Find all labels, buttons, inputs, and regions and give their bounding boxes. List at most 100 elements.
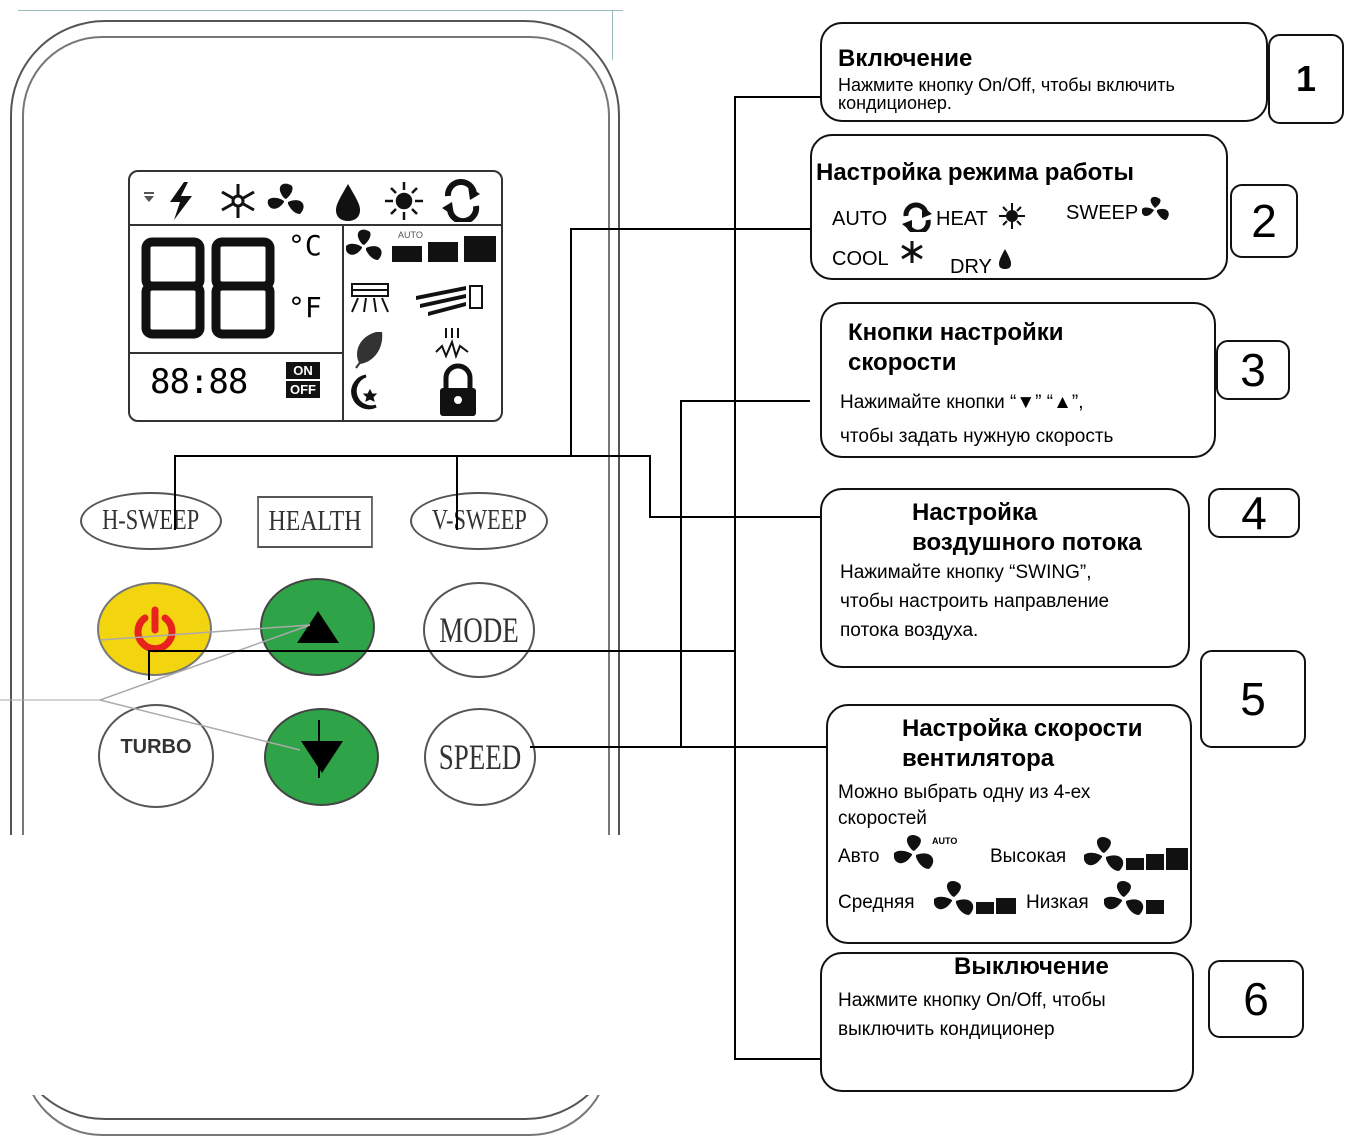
heater-icon <box>435 328 469 360</box>
unit-celsius: °C <box>288 229 322 262</box>
callout-5-text: Можно выбрать одну из 4-ех скоростей <box>838 780 1090 832</box>
speed-low-label: Низкая <box>1026 892 1089 913</box>
callout-3-title-line-2: скорости <box>848 349 957 376</box>
callout-3-text: Нажимайте кнопки “▼” “▲”, чтобы задать н… <box>840 386 1113 454</box>
mode-sweep: SWEEP <box>1066 202 1138 225</box>
h-sweep-button[interactable]: H-SWEEP <box>80 492 222 550</box>
turbo-button[interactable]: TURBO <box>98 704 214 808</box>
crop-guide-top <box>18 10 623 11</box>
arrow-down-icon <box>300 741 343 773</box>
connector-main-vertical <box>734 96 736 1060</box>
connector-4 <box>649 516 822 518</box>
connector-v-sweep <box>456 455 458 530</box>
connector-1 <box>734 96 820 98</box>
callout-5-title-line-2: вентилятора <box>902 745 1055 772</box>
arrow-up-icon <box>296 611 339 643</box>
v-sweep-button[interactable]: V-SWEEP <box>410 492 548 550</box>
lcd-divider-bottom <box>130 352 342 354</box>
callout-6-line-1: Нажмите кнопку On/Off, чтобы <box>838 990 1106 1011</box>
snowflake-icon <box>901 241 923 263</box>
indoor-unit-icon <box>351 283 389 313</box>
v-sweep-label: V-SWEEP <box>431 505 527 536</box>
mode-button[interactable]: MODE <box>423 582 535 678</box>
lcd-divider-top <box>130 224 501 226</box>
clock-readout: 88:88 <box>150 362 248 402</box>
speed-label: SPEED <box>438 737 522 777</box>
auto-cycle-icon <box>902 202 932 232</box>
callout-5-title-line-1: Настройка скорости <box>902 715 1143 742</box>
lcd-fan-speed-icon <box>346 229 496 262</box>
mode-cool: COOL <box>832 248 889 271</box>
step-number-6: 6 <box>1208 960 1304 1038</box>
auto-cycle-icon <box>444 179 480 222</box>
lcd-display: 88 °C °F 88:88 ON OFF AUTO <box>128 170 503 422</box>
turbo-lightning-icon <box>170 182 192 220</box>
remote-crop <box>0 835 640 1095</box>
turbo-label: TURBO <box>120 736 192 758</box>
h-sweep-label: H-SWEEP <box>102 505 200 536</box>
connector-sweep-bar <box>174 455 650 457</box>
speed-medium-label: Средняя <box>838 892 915 913</box>
step-number-1: 1 <box>1268 34 1344 124</box>
callout-5-line-1: Можно выбрать одну из 4-ех <box>838 782 1091 803</box>
health-button[interactable]: HEALTH <box>257 496 373 548</box>
snowflake-icon <box>221 184 255 218</box>
remote-guide-lines <box>0 624 311 751</box>
child-lock-icon <box>440 363 476 416</box>
fan-speed-high-icon <box>1084 837 1188 871</box>
callout-3-line-2: чтобы задать нужную скорость <box>840 426 1114 447</box>
callout-fan-speed: Настройка скорости вентилятора Можно выб… <box>826 704 1192 944</box>
step-number-4: 4 <box>1208 487 1300 539</box>
health-label: HEALTH <box>268 506 362 537</box>
mode-dry: DRY <box>950 256 992 279</box>
speed-auto-tag: AUTO <box>932 836 958 846</box>
callout-4-line-1: Нажимайте кнопку “SWING”, <box>840 562 1092 583</box>
callout-6-title: Выключение <box>954 953 1109 980</box>
callout-4-title-line-2: воздушного потока <box>912 529 1142 556</box>
callout-3-title: Кнопки настройки скорости <box>848 318 1064 378</box>
speed-low: Низкая <box>1026 892 1089 914</box>
drop-icon <box>336 184 360 221</box>
speed-auto-label: Авто <box>838 846 880 867</box>
mode-dry-label: DRY <box>950 256 992 278</box>
speed-high-label: Высокая <box>990 846 1067 867</box>
fan-icon <box>267 183 304 214</box>
callout-3-line-1: Нажимайте кнопки “▼” “▲”, <box>840 392 1084 413</box>
leaf-icon <box>355 332 383 369</box>
sun-icon <box>999 203 1025 229</box>
connector-3-vertical <box>680 400 682 748</box>
callout-3-title-line-1: Кнопки настройки <box>848 319 1064 346</box>
power-icon <box>134 606 175 653</box>
fan-speed-low-icon <box>1104 881 1164 915</box>
mode-cool-label: COOL <box>832 248 889 270</box>
mode-sweep-label: SWEEP <box>1066 202 1139 224</box>
callout-airflow: Настройка воздушного потока Нажимайте кн… <box>820 488 1190 668</box>
callout-6-text: Нажмите кнопку On/Off, чтобы выключить к… <box>838 986 1106 1044</box>
callout-5-title: Настройка скорости вентилятора <box>902 714 1142 774</box>
callout-4-title: Настройка воздушного потока <box>912 498 1142 558</box>
fan-icon <box>894 835 934 869</box>
connector-2-vertical <box>570 228 572 456</box>
crop-guide-right <box>612 10 613 60</box>
lcd-auto-tag: AUTO <box>398 230 423 240</box>
mode-auto-label: AUTO <box>832 208 888 230</box>
speed-down-button[interactable] <box>264 708 379 806</box>
mode-heat-label: HEAT <box>936 208 988 230</box>
fan-icon <box>1142 196 1169 220</box>
mode-auto: AUTO <box>832 208 887 231</box>
speed-auto: Авто <box>838 846 879 868</box>
callout-mode: Настройка режима работы AUTO HEAT SWEEP … <box>810 134 1228 280</box>
mode-heat: HEAT <box>936 208 988 231</box>
power-button[interactable] <box>97 582 212 676</box>
callout-1-line-2: кондиционер. <box>838 93 952 113</box>
connector-power-drop <box>148 650 150 680</box>
callout-2-title: Настройка режима работы <box>816 159 1134 186</box>
callout-1-title: Включение <box>838 45 973 72</box>
connector-6 <box>734 1058 820 1060</box>
callout-1-text: Нажмите кнопку On/Off, чтобы включить ко… <box>838 76 1175 112</box>
callout-1-line-1: Нажмите кнопку On/Off, чтобы включить <box>838 75 1175 95</box>
speed-button[interactable]: SPEED <box>424 708 536 806</box>
connector-4-vertical <box>649 455 651 517</box>
lcd-divider-vertical <box>342 224 344 420</box>
speed-high: Высокая <box>990 846 1066 868</box>
